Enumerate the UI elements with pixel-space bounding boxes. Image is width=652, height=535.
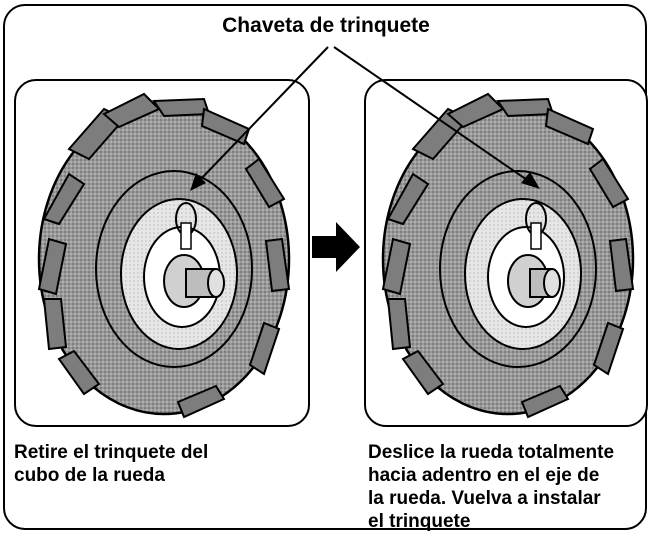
- caption-left-line: Retire el trinquete del: [14, 442, 209, 463]
- callout-leader-right: [333, 46, 540, 189]
- callout-label: Chaveta de trinquete: [222, 14, 430, 37]
- panel-right: [364, 79, 648, 427]
- panel-left: [14, 79, 310, 427]
- wheel-illustration-right: [381, 92, 635, 419]
- wheel-illustration-left: [37, 92, 291, 419]
- caption-left-line: cubo de la rueda: [14, 465, 165, 486]
- caption-right-line: Deslice la rueda totalmente: [368, 442, 615, 463]
- caption-right: Deslice la rueda totalmente hacia adentr…: [368, 441, 650, 533]
- caption-left: Retire el trinquete del cubo de la rueda: [14, 441, 314, 487]
- caption-right-line: hacia adentro en el eje de: [368, 465, 600, 486]
- arrow-right-icon: [312, 222, 360, 272]
- caption-right-line: el trinquete: [368, 511, 471, 532]
- callout-leader-left: [190, 46, 329, 191]
- caption-right-line: la rueda. Vuelva a instalar: [368, 488, 601, 509]
